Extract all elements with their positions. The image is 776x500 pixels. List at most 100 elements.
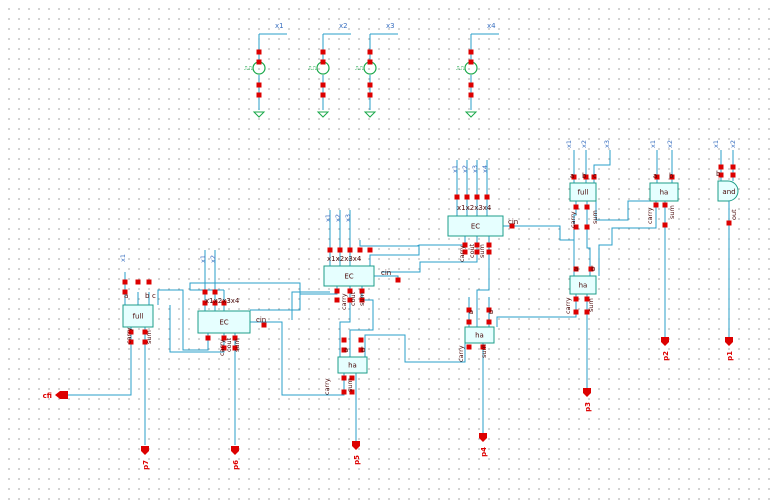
ec2-net-x3: x3 bbox=[344, 214, 352, 222]
ha4-net-x1: x1 bbox=[649, 140, 657, 148]
full-right-sum-label: sum bbox=[591, 210, 599, 224]
pin-terminal bbox=[584, 224, 590, 230]
source-x2-pin-a bbox=[320, 82, 326, 88]
ha3-pin-b: b bbox=[591, 265, 596, 273]
pin-terminal bbox=[122, 279, 128, 285]
pin-terminal bbox=[486, 242, 492, 248]
ec-block-3[interactable] bbox=[447, 215, 504, 237]
pin-terminal bbox=[474, 242, 480, 248]
pin-terminal bbox=[730, 164, 736, 170]
pin-terminal bbox=[128, 339, 134, 345]
source-x3-pin-top bbox=[367, 49, 373, 55]
source-x2-pin-top bbox=[320, 49, 326, 55]
pin-terminal bbox=[474, 249, 480, 255]
ec1-carry-to-full bbox=[157, 289, 209, 351]
ec1-net-x1: x1 bbox=[199, 255, 207, 263]
ec1-carry-label: carry bbox=[218, 339, 226, 356]
source-x1-net-label: x1 bbox=[275, 22, 284, 30]
ha4-carry-label: carry bbox=[646, 207, 654, 224]
ha2-pin-b: b bbox=[489, 308, 494, 316]
ec1-cin-label: cin bbox=[256, 316, 266, 324]
full-adder-left[interactable] bbox=[122, 304, 154, 328]
ec-block-2-title: EC bbox=[344, 273, 353, 281]
output-cfi-label: cfi bbox=[43, 392, 52, 400]
pin-terminal bbox=[718, 172, 724, 178]
full-left-pin-b: b bbox=[145, 292, 150, 300]
pin-terminal bbox=[466, 344, 472, 350]
pin-terminal bbox=[573, 204, 579, 210]
output-p5-pin-icon[interactable] bbox=[352, 441, 360, 450]
full-left-carry-cfi bbox=[60, 327, 132, 396]
pin-terminal bbox=[466, 307, 472, 313]
pin-terminal bbox=[726, 220, 732, 226]
output-p1-pin-icon[interactable] bbox=[725, 337, 733, 346]
pin-terminal bbox=[341, 389, 347, 395]
pin-terminal bbox=[588, 266, 594, 272]
ha1-carry-loop bbox=[254, 321, 345, 396]
ec-block-1[interactable] bbox=[197, 310, 251, 334]
ec2-cout-to-ha1 bbox=[339, 286, 351, 357]
full-adder-right[interactable] bbox=[569, 182, 597, 202]
pin-terminal bbox=[474, 194, 480, 200]
pin-terminal bbox=[341, 347, 347, 353]
pin-terminal bbox=[571, 174, 577, 180]
output-p7-pin-icon[interactable] bbox=[141, 446, 149, 455]
ec1-top-bus bbox=[189, 282, 301, 294]
half-adder-1[interactable] bbox=[337, 356, 368, 374]
pin-terminal bbox=[359, 288, 365, 294]
ec2-net-x2: x2 bbox=[334, 214, 342, 222]
source-x4-pin-mid bbox=[468, 59, 474, 65]
output-p1-label: p1 bbox=[726, 351, 734, 361]
source-x2-pin-b bbox=[320, 92, 326, 98]
pin-terminal bbox=[480, 344, 486, 350]
output-p4-pin-icon[interactable] bbox=[479, 433, 487, 442]
pin-terminal bbox=[662, 222, 668, 228]
source-x4-pin-top bbox=[468, 49, 474, 55]
pin-terminal bbox=[221, 335, 227, 341]
pin-terminal bbox=[122, 289, 128, 295]
ec2-inputs-label: x1x2x3x4 bbox=[327, 255, 362, 263]
pin-terminal bbox=[584, 296, 590, 302]
source-x3-pin-mid bbox=[367, 59, 373, 65]
source-x3-ground-icon bbox=[363, 111, 377, 118]
pin-terminal bbox=[334, 288, 340, 294]
half-adder-3[interactable] bbox=[569, 275, 597, 295]
output-p3-pin-icon[interactable] bbox=[583, 388, 591, 397]
output-p6-pin-icon[interactable] bbox=[231, 446, 239, 455]
pin-terminal bbox=[212, 300, 218, 306]
full-adder-right-title: full bbox=[578, 189, 589, 197]
source-x1-pin-b bbox=[256, 92, 262, 98]
wires bbox=[60, 33, 734, 445]
pin-terminal bbox=[654, 174, 660, 180]
pin-terminal bbox=[486, 319, 492, 325]
source-x2-waveform-icon: ⎍⎍ bbox=[308, 65, 317, 72]
pin-terminal bbox=[334, 297, 340, 303]
ha4-net-x2: x2 bbox=[666, 140, 674, 148]
output-p3-label: p3 bbox=[584, 402, 592, 412]
pin-terminal bbox=[591, 174, 597, 180]
ec3-sum-label: sum bbox=[478, 244, 486, 258]
pin-terminal bbox=[584, 204, 590, 210]
ha2-sum-label: sum bbox=[480, 344, 488, 358]
output-cfi-pin-icon[interactable] bbox=[55, 391, 68, 399]
half-adder-4[interactable] bbox=[649, 182, 679, 202]
output-p2-pin-icon[interactable] bbox=[661, 337, 669, 346]
ha3-carry-to-ha2 bbox=[496, 294, 577, 327]
output-p4-label: p4 bbox=[480, 447, 488, 457]
output-p6-label: p6 bbox=[232, 460, 240, 470]
pin-terminal bbox=[662, 202, 668, 208]
and-out-label: out bbox=[730, 209, 738, 220]
source-x1-waveform-icon: ⎍⎍ bbox=[244, 65, 253, 72]
output-p7-label: p7 bbox=[142, 460, 150, 470]
source-x4-net-label: x4 bbox=[487, 22, 496, 30]
ec3-net-x3: x3 bbox=[471, 165, 479, 173]
and-gate[interactable] bbox=[717, 180, 739, 202]
pin-terminal bbox=[486, 249, 492, 255]
pin-terminal bbox=[347, 247, 353, 253]
half-adder-2[interactable] bbox=[464, 326, 495, 344]
and-pin-b: b bbox=[716, 170, 721, 178]
pin-terminal bbox=[358, 347, 364, 353]
ec-block-2[interactable] bbox=[323, 265, 375, 287]
pin-terminal bbox=[232, 345, 238, 351]
source-x3-net-label: x3 bbox=[386, 22, 395, 30]
